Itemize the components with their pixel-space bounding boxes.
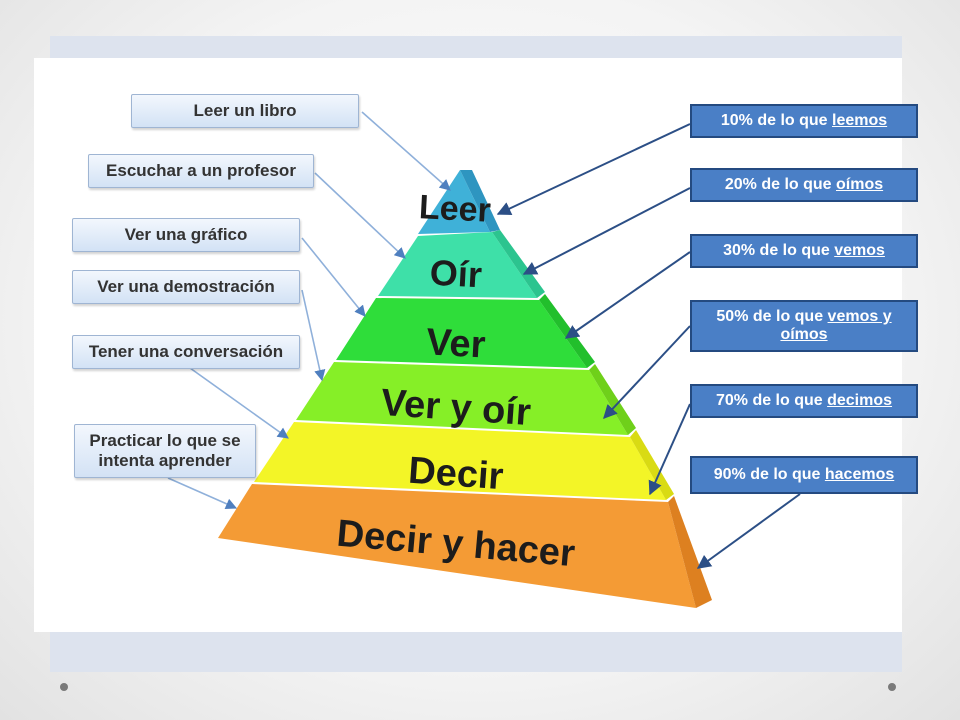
- activity-ver-grafico-text: Ver una gráfico: [124, 225, 248, 245]
- connector-conversacion: [189, 367, 289, 439]
- connector-ver-grafico: [301, 237, 366, 317]
- pyramid-layer-decir-y-hacer-face: [218, 484, 696, 608]
- retention-50-prefix: 50% de lo que: [716, 307, 828, 325]
- activity-leer-libro: Leer un libro: [131, 94, 359, 128]
- retention-50-emph: vemos y: [827, 307, 892, 325]
- activity-leer-libro-text: Leer un libro: [193, 101, 297, 121]
- retention-50-emph2: oímos: [780, 326, 828, 343]
- connector-30: [564, 251, 691, 339]
- pyramid-layer-ver-y-oir-face: [296, 362, 628, 435]
- pyramid-layer-oir-face: [378, 232, 537, 298]
- slide-dot-right: [888, 683, 896, 691]
- pyramid-layer-decir-side: [630, 430, 674, 500]
- retention-10-emph: leemos: [832, 111, 888, 129]
- activity-practicar-line2: intenta aprender: [98, 451, 232, 470]
- connector-50: [603, 325, 691, 420]
- activity-ver-grafico: Ver una gráfico: [72, 218, 300, 252]
- connector-ver-demostracion: [301, 289, 326, 382]
- tier-label-leer: Leer: [418, 188, 492, 230]
- retention-70-prefix: 70% de lo que: [715, 391, 828, 409]
- left-connectors: [167, 111, 451, 510]
- retention-90-emph: hacemos: [824, 465, 895, 483]
- connector-90: [696, 493, 801, 569]
- connector-practicar: [167, 477, 238, 510]
- connector-leer-libro: [361, 111, 451, 191]
- retention-10-prefix: 10% de lo que: [720, 111, 832, 129]
- connector-escuchar: [314, 172, 406, 259]
- retention-50-percent: 50% de lo que vemos y oímos: [690, 300, 918, 352]
- retention-30-percent: 30% de lo que vemos: [690, 234, 918, 268]
- connector-20: [522, 187, 691, 275]
- retention-70-emph: decimos: [827, 391, 893, 409]
- activity-escuchar-profesor: Escuchar a un profesor: [88, 154, 314, 188]
- activity-practicar-line1: Practicar lo que se: [89, 431, 241, 451]
- retention-70-percent: 70% de lo que decimos: [690, 384, 918, 418]
- pyramid-layer-leer-face: [418, 170, 490, 234]
- activity-tener-conversacion: Tener una conversación: [72, 335, 300, 369]
- retention-20-prefix: 20% de lo que: [724, 175, 836, 193]
- activity-ver-demostracion-text: Ver una demostración: [97, 277, 275, 297]
- pyramid-layer-decir-y-hacer-side: [668, 496, 712, 608]
- pyramid-front-faces: [218, 170, 696, 608]
- retention-20-emph: oímos: [836, 175, 884, 193]
- activity-ver-demostracion: Ver una demostración: [72, 270, 300, 304]
- tier-label-oir: Oír: [429, 252, 483, 296]
- retention-90-prefix: 90% de lo que: [713, 465, 825, 483]
- retention-90-percent: 90% de lo que hacemos: [690, 456, 918, 494]
- connector-10: [496, 123, 691, 215]
- retention-20-percent: 20% de lo que oímos: [690, 168, 918, 202]
- retention-10-percent: 10% de lo que leemos: [690, 104, 918, 138]
- slide-dot-left: [60, 683, 68, 691]
- retention-30-prefix: 30% de lo que: [723, 241, 835, 259]
- pyramid-side-faces: [460, 170, 712, 608]
- pyramid-layer-ver-y-oir-side: [589, 364, 636, 435]
- pyramid-layer-oir-side: [492, 230, 545, 298]
- pyramid-layer-leer-side: [460, 170, 500, 232]
- pyramid-layer-ver-face: [336, 298, 587, 368]
- pyramid-layer-decir-face: [254, 422, 666, 500]
- tier-label-ver-y-oir: Ver y oír: [380, 382, 533, 434]
- activity-tener-conversacion-text: Tener una conversación: [88, 342, 284, 362]
- tier-label-decir: Decir: [407, 450, 505, 499]
- connector-70: [648, 403, 691, 496]
- right-connectors: [496, 123, 801, 569]
- activity-practicar: Practicar lo que se intenta aprender: [74, 424, 256, 478]
- activity-escuchar-profesor-text: Escuchar a un profesor: [106, 161, 296, 181]
- tier-label-ver: Ver: [425, 321, 486, 366]
- retention-30-emph: vemos: [834, 241, 885, 259]
